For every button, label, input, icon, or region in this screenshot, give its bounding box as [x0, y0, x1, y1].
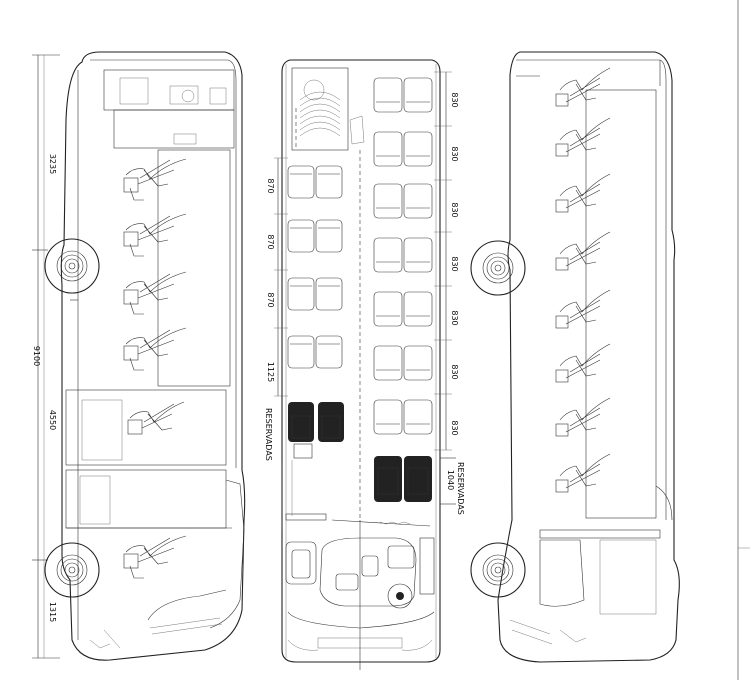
reserved-seats-right — [374, 456, 432, 502]
dim-left-pitch-1: 870 — [266, 178, 275, 193]
right-seat-column — [373, 77, 433, 435]
dim-overall-length: 9100 — [32, 346, 41, 366]
dim-right-pitch-7: 830 — [450, 420, 459, 435]
plan-view: 870 870 870 1125 RESERVADAS — [264, 59, 465, 670]
dim-wheelbase: 4550 — [48, 410, 57, 430]
label-reserved-left: RESERVADAS — [264, 408, 273, 461]
left-front-wheel-icon — [44, 542, 100, 598]
dim-right-pitch-2: 830 — [450, 146, 459, 161]
dim-right-pitch-1: 830 — [450, 92, 459, 107]
label-reserved-right: RESERVADAS — [456, 462, 465, 515]
dim-reserved-right: 1040 — [446, 470, 455, 490]
dim-rear-overhang: 1315 — [48, 602, 57, 622]
right-rear-wheel-icon — [470, 240, 526, 296]
dim-left-pitch-4: 1125 — [266, 362, 275, 382]
dim-left-pitch-3: 870 — [266, 292, 275, 307]
dim-right-pitch-5: 830 — [450, 310, 459, 325]
dim-front-to-axle: 3235 — [48, 154, 57, 174]
dim-left-pitch-2: 870 — [266, 234, 275, 249]
right-side-elevation — [470, 51, 680, 663]
left-rear-wheel-icon — [44, 238, 100, 294]
left-seat-column — [287, 165, 343, 369]
reserved-seats-left — [288, 402, 344, 459]
dim-right-pitch-4: 830 — [450, 256, 459, 271]
left-side-elevation: 3235 9100 4550 1315 — [32, 51, 246, 661]
dim-right-pitch-3: 830 — [450, 202, 459, 217]
right-front-wheel-icon — [470, 542, 526, 598]
dim-right-pitch-6: 830 — [450, 364, 459, 379]
